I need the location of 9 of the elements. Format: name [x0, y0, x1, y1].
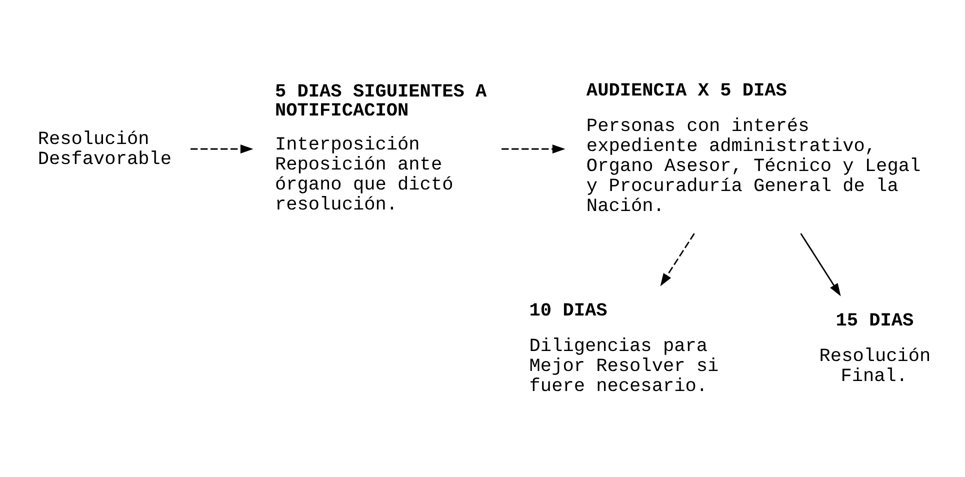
arrow	[190, 144, 254, 153]
node-text: 5 DIAS SIGUIENTES A NOTIFICACION Interposición Reposición ante órgano que dictó resolución.	[275, 81, 487, 216]
node-text: 10 DIAS Diligencias para Mejor Resolver si fuere necesario.	[529, 300, 719, 396]
arrow	[502, 144, 566, 153]
node-text: Resolución Desfavorable	[38, 128, 172, 170]
node-text: 15 DIAS Resolución Final.	[819, 310, 931, 386]
arrow	[800, 232, 841, 296]
arrow	[660, 232, 695, 286]
node-text: AUDIENCIA X 5 DIAS Personas con interés expediente administrativo, Organo Asesor, Técnico y Legal y Procuraduría General de la Nación.	[586, 80, 921, 216]
